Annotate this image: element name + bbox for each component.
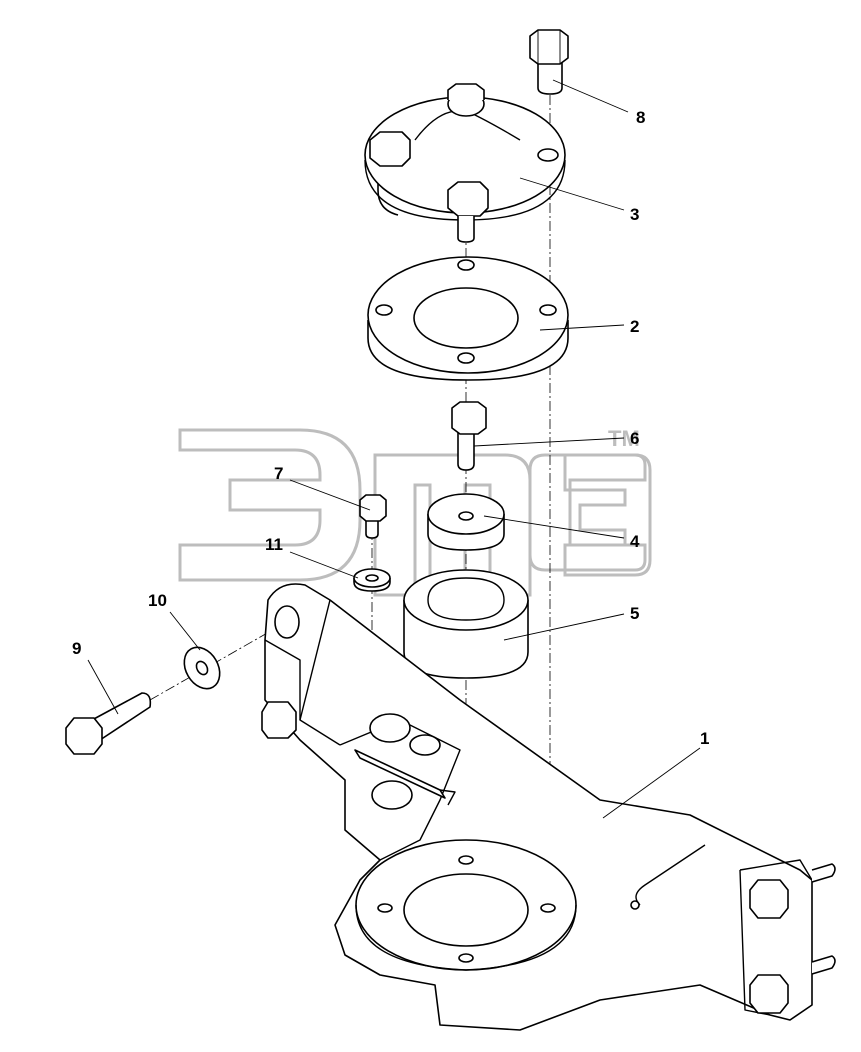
- part-3-cover-plate: [364, 83, 566, 243]
- label-7: 7: [274, 464, 283, 483]
- label-8: 8: [636, 108, 645, 127]
- label-1: 1: [700, 729, 709, 748]
- watermark: TM: [178, 426, 652, 597]
- label-5: 5: [630, 604, 639, 623]
- part-9-bolt: [65, 692, 152, 755]
- part-1-housing: [261, 583, 836, 1031]
- label-10: 10: [148, 591, 167, 610]
- part-10-washer: [183, 646, 221, 690]
- label-11: 11: [265, 535, 283, 554]
- part-11-washer: [353, 568, 391, 592]
- label-6: 6: [630, 429, 639, 448]
- part-6-bolt: [451, 401, 487, 471]
- part-8-bolt: [529, 29, 569, 95]
- part-2-flange-ring: [367, 256, 569, 381]
- part-5-bushing: [403, 569, 529, 679]
- callout-labels: 8 3 2 6 4 5 1 7 11 10 9: [72, 108, 709, 748]
- part-4-disc: [427, 493, 505, 551]
- label-3: 3: [630, 205, 639, 224]
- label-2: 2: [630, 317, 639, 336]
- label-9: 9: [72, 639, 81, 658]
- part-7-bolt: [359, 494, 387, 539]
- leader-lines: [87, 79, 701, 819]
- label-4: 4: [630, 532, 640, 551]
